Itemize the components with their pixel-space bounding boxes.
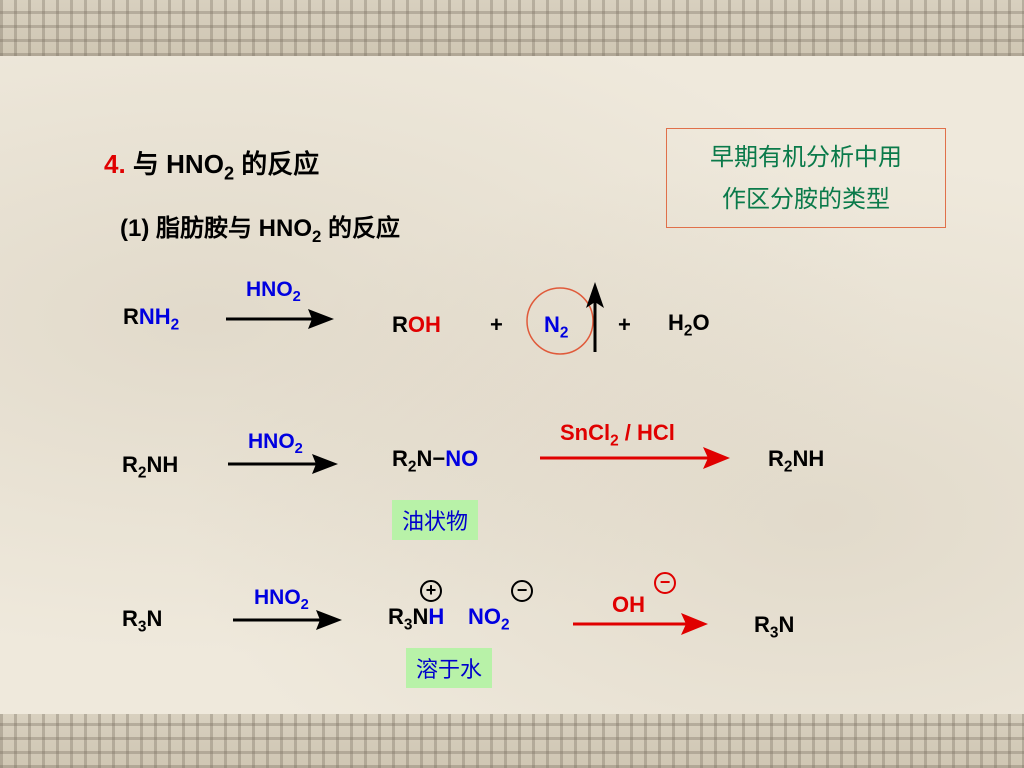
- subsection-label: (1) 脂肪胺与 HNO: [120, 215, 312, 242]
- subscript: 2: [559, 324, 569, 342]
- r-symbol: R: [388, 604, 404, 629]
- row3-reagent: HNO2: [254, 586, 309, 614]
- subscript: 3: [769, 624, 779, 642]
- section-suffix: 的反应: [234, 149, 320, 179]
- row2-final-product: R2NH: [768, 446, 825, 476]
- n-symbol: N: [416, 446, 433, 471]
- oh-group: OH: [407, 312, 441, 337]
- row1-reactant: RNH2: [123, 304, 180, 334]
- subscript: 2: [501, 616, 510, 634]
- decorative-top-border: [0, 0, 1024, 56]
- row2-arrow-head: [312, 454, 338, 474]
- subscript: 3: [137, 618, 147, 636]
- section-title: 4. 与 HNO2 的反应: [104, 144, 320, 184]
- section-number: 4.: [104, 149, 126, 179]
- row1-product: ROH: [392, 312, 441, 338]
- positive-charge-icon: +: [420, 580, 442, 602]
- subscript: 2: [683, 322, 693, 340]
- subscript: 2: [783, 458, 793, 476]
- subsection-title: (1) 脂肪胺与 HNO2 的反应: [120, 208, 401, 246]
- o-symbol: O: [692, 310, 710, 335]
- row3-red-arrow-head: [681, 613, 708, 635]
- negative-charge-icon: −: [511, 580, 533, 602]
- subscript: 2: [137, 464, 147, 482]
- row2-reduction-reagent: SnCl2 / HCl: [560, 420, 675, 450]
- subscript: 2: [407, 458, 417, 476]
- row2-reactant: R2NH: [122, 452, 179, 482]
- decorative-bottom-border: [0, 714, 1024, 768]
- row3-reactant: R3N: [122, 606, 163, 636]
- row1-water: H2O: [668, 310, 710, 340]
- nh-group: NH: [146, 452, 179, 477]
- row1-n2: N2: [544, 312, 569, 342]
- row2-red-arrow-head: [703, 447, 730, 469]
- background-decoration: [0, 56, 1024, 714]
- gas-arrow-head: [586, 282, 604, 308]
- subscript: 3: [403, 616, 413, 634]
- row1-arrow-head: [308, 309, 334, 329]
- bond-dash: −: [432, 446, 446, 471]
- water-soluble-tag: 溶于水: [406, 648, 493, 688]
- note-box: 早期有机分析中用 作区分胺的类型: [666, 128, 946, 228]
- row1-plus-2: +: [618, 312, 631, 337]
- r-symbol: R: [392, 446, 408, 471]
- r-symbol: R: [754, 612, 770, 637]
- n-symbol: N: [412, 604, 429, 629]
- no-group: NO: [445, 446, 479, 471]
- oily-substance-tag: 油状物: [392, 500, 479, 540]
- row3-base-reagent: OH: [612, 592, 645, 617]
- reagent-formula: HNO: [248, 430, 295, 453]
- subsection-sub: 2: [312, 226, 322, 246]
- row1-reagent: HNO2: [246, 278, 301, 306]
- reagent-formula: HNO: [246, 278, 293, 301]
- r-symbol: R: [122, 452, 138, 477]
- nh-group: NH: [792, 446, 825, 471]
- section-prefix: 与 HNO: [132, 149, 224, 179]
- n-symbol: N: [544, 312, 560, 337]
- r-symbol: R: [123, 304, 139, 329]
- r-symbol: R: [392, 312, 408, 337]
- h-symbol: H: [668, 310, 684, 335]
- note-line-1: 早期有机分析中用: [710, 144, 902, 171]
- n-symbol: N: [146, 606, 163, 631]
- section-sub: 2: [223, 163, 235, 184]
- n-symbol: N: [778, 612, 795, 637]
- row3-final-product: R3N: [754, 612, 795, 642]
- note-line-2: 作区分胺的类型: [722, 186, 890, 213]
- h-symbol: H: [428, 604, 445, 629]
- nh-group: NH: [138, 304, 171, 329]
- hcl-formula: / HCl: [618, 420, 675, 445]
- r-symbol: R: [768, 446, 784, 471]
- n2-circle: [526, 287, 594, 355]
- subscript: 2: [300, 597, 309, 614]
- hydroxide-charge-icon: −: [654, 572, 676, 594]
- subscript: 2: [294, 441, 303, 458]
- row2-reagent: HNO2: [248, 430, 303, 458]
- row2-nitrosamine: R2N−NO: [392, 446, 479, 476]
- row1-plus-1: +: [490, 312, 503, 337]
- subscript: 2: [292, 289, 301, 306]
- subscript: 2: [170, 316, 180, 334]
- sncl-formula: SnCl: [560, 420, 611, 445]
- subsection-suffix: 的反应: [321, 215, 401, 242]
- subscript: 2: [610, 432, 619, 450]
- row3-ammonium-salt: R3NH: [388, 604, 445, 634]
- reagent-formula: HNO: [254, 586, 301, 609]
- no-group: NO: [468, 604, 501, 629]
- row3-nitrite-anion: NO2: [468, 604, 510, 634]
- r-symbol: R: [122, 606, 138, 631]
- row3-arrow-head: [316, 610, 342, 630]
